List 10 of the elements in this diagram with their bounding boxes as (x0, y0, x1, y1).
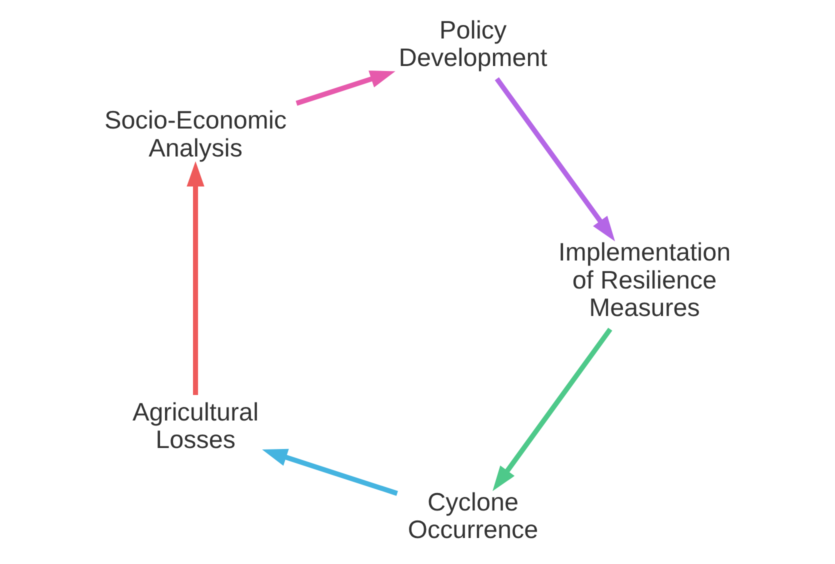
node-text: Socio-Economic Analysis (104, 106, 287, 162)
arrow (262, 448, 398, 496)
arrow (494, 77, 616, 242)
arrow (296, 70, 396, 106)
node-text: Policy Development (398, 16, 548, 72)
node-text: Implementation of Resilience Measures (558, 238, 731, 322)
node-text: Cyclone Occurrence (408, 488, 538, 544)
arrow (492, 328, 612, 492)
arrow (186, 161, 204, 395)
node-text: Agricultural Losses (132, 398, 259, 454)
